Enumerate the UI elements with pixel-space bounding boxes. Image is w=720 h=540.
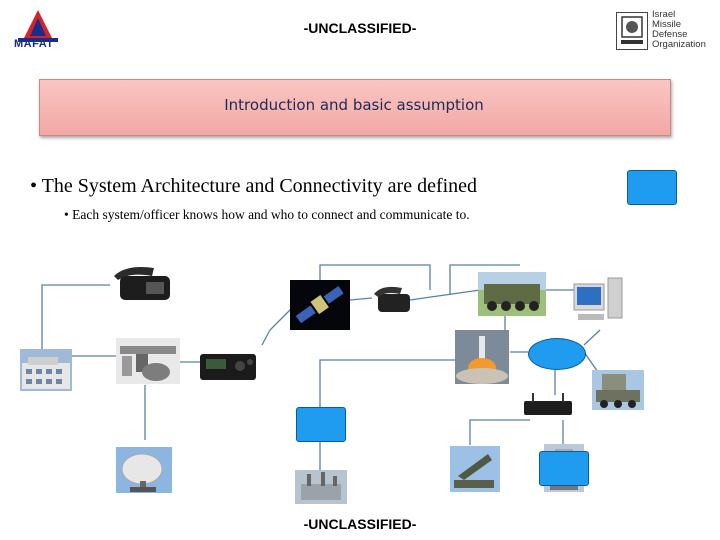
link-mid-ring xyxy=(319,359,480,410)
classification-bottom: -UNCLASSIFIED- xyxy=(303,516,417,532)
network-router-icon xyxy=(520,393,576,419)
mafat-logo-text: MAFAT xyxy=(14,38,54,50)
imdo-logo-icon xyxy=(616,12,648,50)
slide-title: Introduction and basic assumption xyxy=(224,96,484,114)
node-box-low xyxy=(539,451,589,486)
imdo-line: Missile xyxy=(652,19,682,30)
node-box-center xyxy=(296,407,346,442)
link-router-bottom xyxy=(469,419,530,445)
imdo-logo-text: Israel Missile Defense Organization xyxy=(652,10,706,50)
title-banner xyxy=(39,79,671,136)
satellite-dish-icon xyxy=(116,447,172,493)
satellite-icon xyxy=(290,280,350,330)
link-phone-hq xyxy=(41,284,110,350)
missile-launch-icon xyxy=(455,330,509,384)
main-bullet: • The System Architecture and Connectivi… xyxy=(30,175,478,197)
link-ellipse-pc xyxy=(583,329,601,346)
antenna-array-icon xyxy=(295,470,347,504)
desktop-computer-icon xyxy=(572,276,624,326)
test-equipment-icon xyxy=(116,338,180,384)
link-vehicle-top xyxy=(449,264,520,295)
mafat-logo-icon xyxy=(12,8,64,52)
node-ellipse xyxy=(528,338,586,370)
sub-bullet: • Each system/officer knows how and who … xyxy=(64,207,470,222)
link-sat-top xyxy=(319,264,431,290)
imdo-line: Defense xyxy=(652,29,688,40)
missile-launcher-icon xyxy=(450,446,500,492)
link-phone-vehicle xyxy=(409,289,481,301)
headquarters-building-icon xyxy=(20,349,72,391)
military-vehicle-icon xyxy=(478,272,546,316)
imdo-line: Israel xyxy=(652,9,676,20)
field-radio-icon xyxy=(196,348,260,384)
node-box-top xyxy=(627,170,677,205)
desk-phone-icon xyxy=(108,262,178,304)
classification-top: -UNCLASSIFIED- xyxy=(303,20,417,36)
link-sat-radio xyxy=(261,304,296,346)
link-sat-phone xyxy=(349,297,373,301)
radar-truck-icon xyxy=(592,370,644,410)
secure-phone-icon xyxy=(370,282,414,316)
imdo-line: Organization xyxy=(652,39,706,50)
